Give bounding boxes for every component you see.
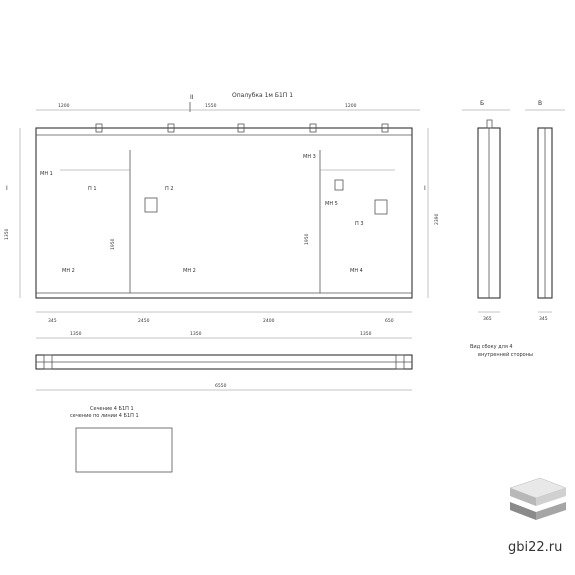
lifting-loop [237, 123, 245, 133]
tag-mn3: МН 3 [303, 154, 316, 160]
section-marker-left: I [6, 185, 8, 192]
dim-inner-height-r: 1950 [304, 233, 310, 245]
dim-top-2: 1550 [205, 103, 217, 109]
dim-bottom-1: 345 [48, 318, 57, 324]
section-box [75, 427, 173, 473]
brand-logo [509, 477, 567, 520]
lifting-loop [167, 123, 175, 133]
tag-mn2b: МН 2 [183, 268, 196, 274]
tag-p1: П 1 [88, 186, 97, 192]
dim-side-c: 345 [539, 316, 548, 322]
side-b-loop [486, 119, 493, 129]
lifting-loop [95, 123, 103, 133]
tag-p2: П 2 [165, 186, 174, 192]
logo-layer-top-front [536, 488, 566, 506]
lifting-loop [381, 123, 389, 133]
front-view-title: Опалубка 1м Б1П 1 [232, 92, 293, 99]
dim-left-height: 1350 [4, 228, 10, 240]
tag-mn5: МН 5 [325, 201, 338, 207]
bottom-elevation: 1350 1350 1350 6550 [35, 331, 413, 391]
side-view-c: В 345 [525, 100, 565, 322]
dim-side-b: 365 [483, 316, 492, 322]
side-caption-1: Вид сбоку для 4 [470, 344, 513, 350]
side-view-b: Б 365 [462, 100, 510, 322]
dim-top-3: 1200 [345, 103, 357, 109]
side-caption-2: внутренней стороны [478, 351, 533, 358]
embedded-part [374, 199, 388, 215]
dim-bottom-4: 650 [385, 318, 394, 324]
section-marker-right: I [424, 185, 426, 192]
panel-outline [35, 127, 413, 299]
lifting-loop [309, 123, 317, 133]
tag-mn4: МН 4 [350, 268, 363, 274]
tag-p3: П 3 [355, 221, 364, 227]
section-title-1: Сечение 4 Б1П 1 [90, 406, 134, 412]
front-view: Опалубка 1м Б1П 1 II 1200 1550 1200 МН 1… [4, 92, 440, 324]
dim-elev-3: 1350 [360, 331, 372, 337]
dim-elev-total: 6550 [215, 383, 227, 389]
embedded-part [144, 197, 158, 213]
tag-mn2: МН 2 [62, 268, 75, 274]
section-title-2: сечение по линии 4 Б1П 1 [70, 413, 139, 419]
dim-overall-height: 2390 [434, 213, 440, 225]
dim-elev-2: 1350 [190, 331, 202, 337]
elevation-end-block [395, 354, 405, 370]
side-c-label: В [538, 100, 542, 107]
dim-top-1: 1200 [58, 103, 70, 109]
embedded-part [334, 179, 344, 191]
logo-layer-top-side [510, 488, 536, 506]
tag-mn1: МН 1 [40, 171, 53, 177]
dim-elev-1: 1350 [70, 331, 82, 337]
dim-bottom-2: 2450 [138, 318, 150, 324]
dim-inner-height: 1950 [110, 238, 116, 250]
side-b-label: Б [480, 100, 484, 107]
brand-site: gbi22.ru [508, 540, 562, 555]
section-view: Сечение 4 Б1П 1 сечение по линии 4 Б1П 1 [70, 406, 173, 473]
section-marker-top: II [190, 94, 194, 101]
logo-layer-bottom-side [510, 502, 536, 520]
elevation-end-block [43, 354, 53, 370]
dim-bottom-3: 2400 [263, 318, 275, 324]
logo-layer-bottom-front [536, 502, 566, 520]
